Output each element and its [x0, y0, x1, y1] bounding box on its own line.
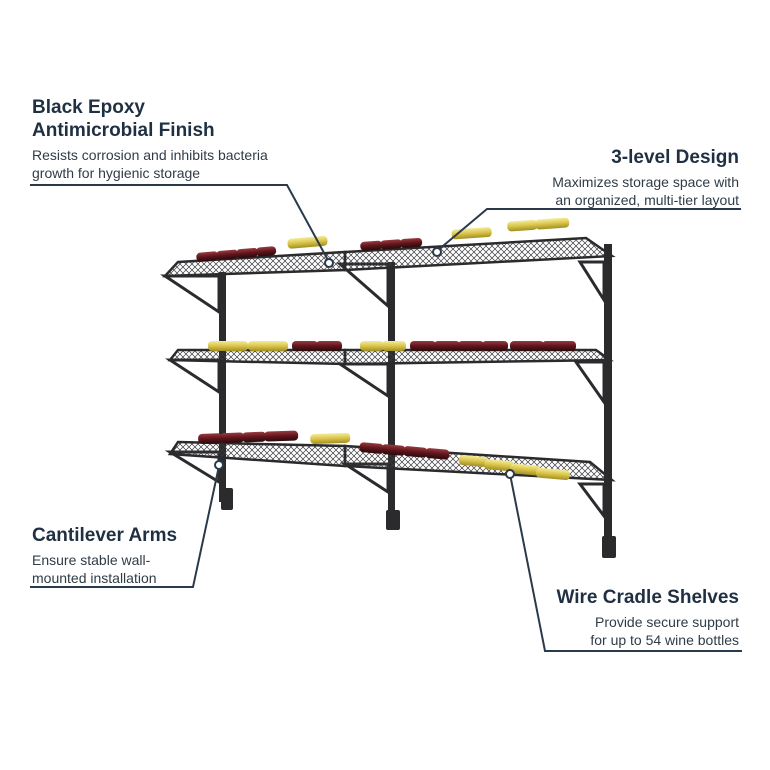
leader-lines	[30, 184, 742, 652]
desc-line: an organized, multi-tier layout	[555, 192, 739, 208]
desc-line: for up to 54 wine bottles	[590, 632, 739, 648]
shelf-mid-right	[343, 348, 614, 366]
leader-cantilever	[30, 465, 220, 588]
desc-line: mounted installation	[32, 570, 157, 586]
callout-description: Provide secure support for up to 54 wine…	[509, 613, 739, 649]
wine-bottles	[196, 217, 576, 481]
title-line: Antimicrobial Finish	[32, 120, 215, 141]
callout-cantilever-arms: Cantilever Arms Ensure stable wall- moun…	[32, 524, 202, 587]
desc-line: Maximizes storage space with	[552, 174, 739, 190]
callout-description: Ensure stable wall- mounted installation	[32, 551, 202, 587]
shelf-top-right	[343, 236, 616, 272]
shelf-mid-left	[167, 348, 347, 366]
leader-3level	[436, 208, 741, 252]
desc-line: Ensure stable wall-	[32, 552, 151, 568]
callout-description: Maximizes storage space with an organize…	[479, 173, 739, 209]
upright-posts	[219, 244, 616, 558]
desc-line: Provide secure support	[595, 614, 739, 630]
leader-wire	[509, 473, 742, 652]
callout-title: Wire Cradle Shelves	[556, 587, 739, 608]
desc-line: Resists corrosion and inhibits bacteria	[32, 147, 268, 163]
title-line: Black Epoxy	[32, 97, 145, 118]
callout-title: Cantilever Arms	[32, 525, 178, 546]
cantilever-brackets	[160, 260, 606, 521]
callout-title: 3-level Design	[611, 147, 739, 168]
desc-line: growth for hygienic storage	[32, 165, 201, 181]
callout-wire-cradle-shelves: Wire Cradle Shelves Provide secure suppo…	[509, 586, 739, 649]
leader-epoxy	[30, 184, 330, 263]
shelf-bottom-left	[167, 440, 347, 468]
callout-description: Resists corrosion and inhibits bacteria …	[32, 146, 312, 182]
callout-title: Black Epoxy Antimicrobial Finish	[32, 96, 312, 142]
callout-3-level-design: 3-level Design Maximizes storage space w…	[479, 146, 739, 209]
callout-epoxy-finish: Black Epoxy Antimicrobial Finish Resists…	[32, 96, 312, 182]
